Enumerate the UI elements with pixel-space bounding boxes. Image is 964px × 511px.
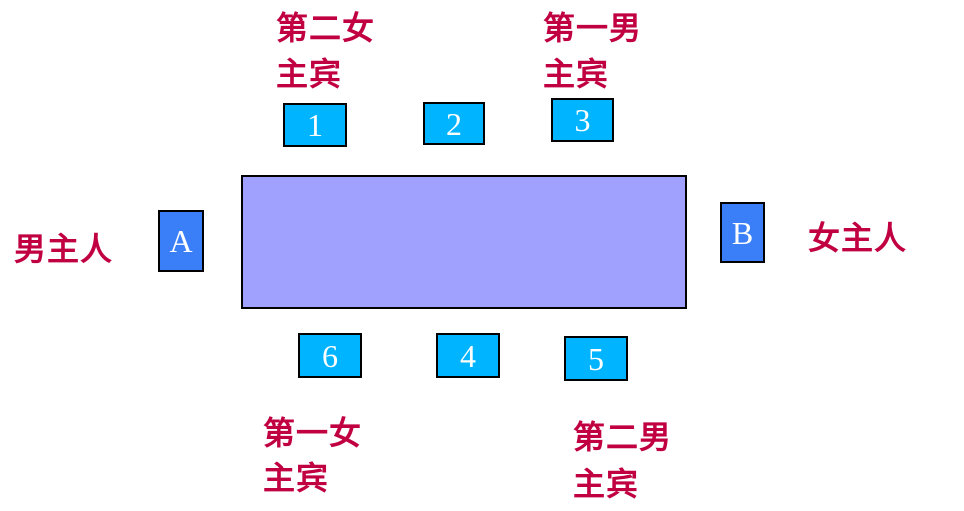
seat-2: 2 bbox=[423, 102, 485, 145]
label-female-host: 女主人 bbox=[808, 219, 908, 257]
label-male-host: 男主人 bbox=[14, 230, 114, 268]
label-second-male-guest-line2: 主宾 bbox=[573, 465, 640, 503]
label-first-male-guest-line1: 第一男 bbox=[543, 9, 643, 47]
label-second-male-guest-line1: 第二男 bbox=[573, 418, 673, 456]
label-first-male-guest-line2: 主宾 bbox=[543, 55, 610, 93]
dining-table bbox=[241, 175, 687, 309]
seat-b-female-host: B bbox=[720, 202, 765, 263]
seat-5: 5 bbox=[564, 336, 628, 381]
seat-4: 4 bbox=[436, 333, 500, 378]
seat-a-male-host: A bbox=[158, 210, 204, 272]
label-second-female-guest-line1: 第二女 bbox=[276, 9, 376, 47]
seat-1: 1 bbox=[283, 103, 347, 147]
label-first-female-guest-line2: 主宾 bbox=[263, 459, 330, 497]
seat-6: 6 bbox=[298, 333, 362, 378]
seat-3: 3 bbox=[551, 98, 614, 142]
label-first-female-guest-line1: 第一女 bbox=[263, 414, 363, 452]
label-second-female-guest-line2: 主宾 bbox=[276, 55, 343, 93]
